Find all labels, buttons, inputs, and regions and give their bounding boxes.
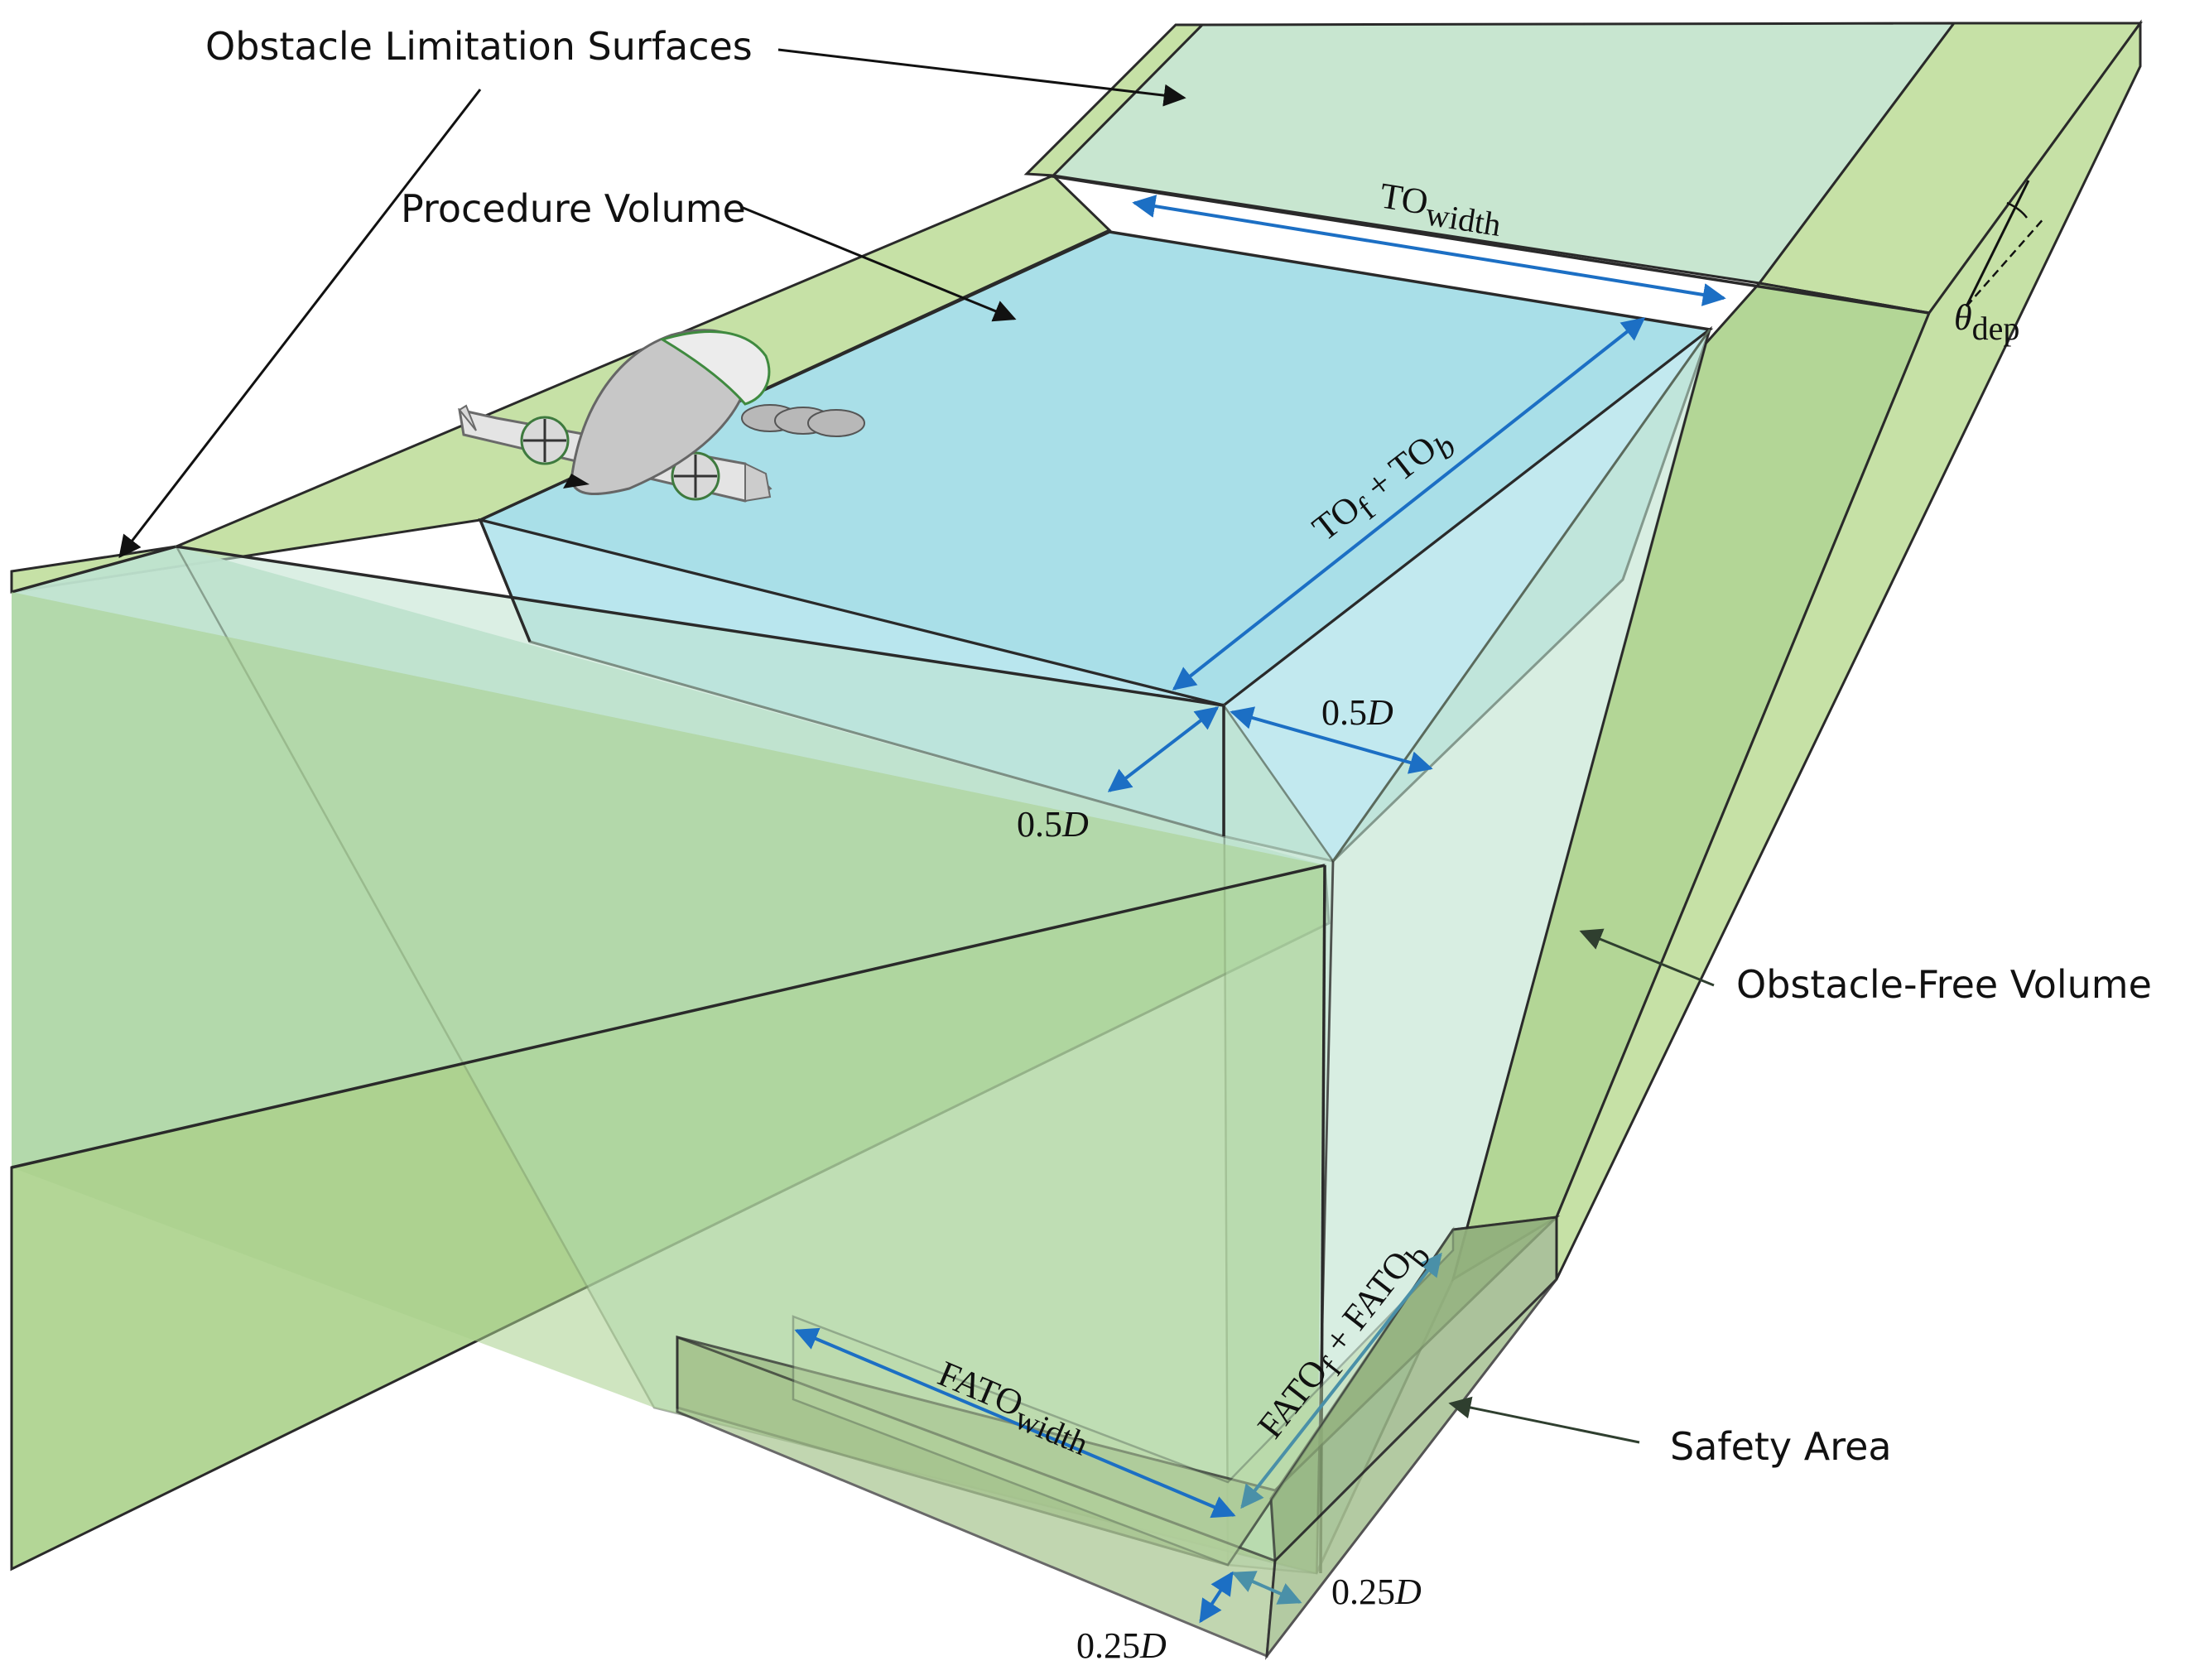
quarter-d-right-label: 0.25D [1331, 1572, 1422, 1612]
safety-area-leader [1448, 1396, 1640, 1444]
theta-dep-label: θdep [1954, 297, 2019, 347]
quarter-d-right-arrow [1231, 1571, 1302, 1605]
to-length-arrow [1172, 317, 1646, 691]
obstacle-free-volume-label: Obstacle-Free Volume [1736, 962, 2152, 1007]
half-d-right-arrow [1230, 706, 1433, 774]
half-d-left-label: 0.5D [1017, 804, 1089, 845]
to-width-label: TOwidth [1376, 175, 1506, 243]
dimension-arrows [794, 195, 1726, 1624]
quarter-d-bottom-label: 0.25D [1076, 1625, 1167, 1666]
fato-width-arrow [794, 1327, 1236, 1519]
departure-angle-mark [1965, 180, 2046, 307]
to-width-arrow [1132, 195, 1726, 306]
ols-leader-right [777, 48, 1186, 107]
ols-leader-left [118, 89, 482, 559]
quarter-d-bottom-arrow [1199, 1571, 1234, 1624]
ols-back-ramp [1023, 22, 2143, 315]
ols-label: Obstacle Limitation Surfaces [205, 24, 753, 69]
half-d-left-arrow [1107, 706, 1220, 792]
callout-leaders [118, 48, 1715, 1444]
fato-length-arrow [1240, 1252, 1442, 1509]
evtol-aircraft-icon [458, 329, 865, 503]
obstacle-free-leader [1579, 928, 1715, 987]
procedure-volume-leader [740, 205, 1017, 322]
half-d-right-label: 0.5D [1321, 692, 1393, 733]
safety-area-label: Safety Area [1670, 1424, 1892, 1469]
procedure-volume-label: Procedure Volume [401, 186, 746, 231]
